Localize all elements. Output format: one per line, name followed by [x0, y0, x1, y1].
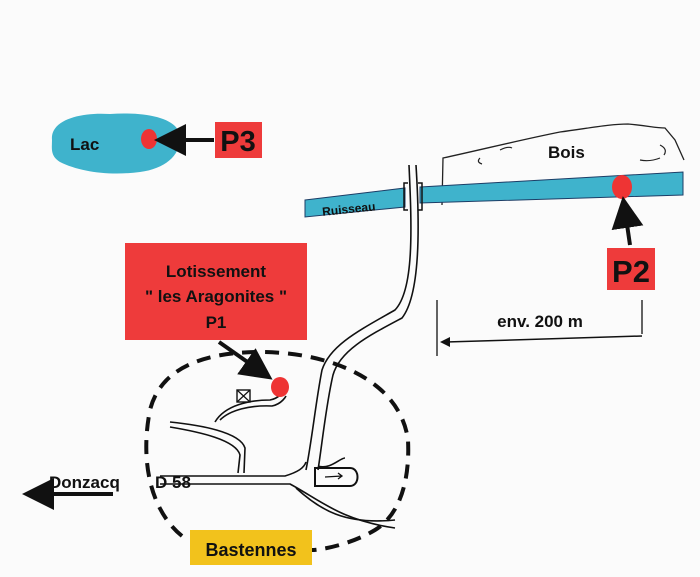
road-d58-edge	[160, 483, 396, 529]
village-boundary	[144, 349, 411, 552]
distance-label: env. 200 m	[497, 312, 583, 331]
p1-label-line3: P1	[206, 313, 227, 332]
distance-arrowhead	[440, 337, 450, 347]
stream-label: Ruisseau	[322, 199, 377, 219]
woods-outline	[441, 123, 685, 206]
lake-shape	[51, 113, 180, 174]
p2-arrow	[611, 196, 644, 246]
woods-scribbles	[477, 144, 666, 165]
woods-label: Bois	[548, 143, 585, 162]
destination-label: Donzacq	[49, 473, 120, 492]
road-north	[305, 164, 412, 471]
road-branch	[169, 391, 287, 474]
stream-right	[419, 171, 684, 204]
bridge	[403, 182, 423, 211]
p2-label: P2	[612, 254, 650, 289]
p1-label-line2: " les Aragonites "	[145, 287, 287, 306]
road-north-edge	[317, 164, 419, 471]
road-d58	[160, 461, 307, 477]
road-south	[295, 457, 396, 522]
lake-label: Lac	[70, 135, 99, 154]
stream-left	[304, 187, 406, 218]
road-number-label: D 58	[155, 473, 191, 492]
p1-label-box	[125, 243, 307, 340]
roundabout-island	[314, 467, 359, 487]
village-label-box	[190, 530, 312, 565]
p2-label-box	[607, 248, 655, 290]
p3-label: P3	[220, 126, 255, 158]
p1-marker	[271, 377, 289, 397]
building-icon	[236, 389, 251, 403]
distance-arrow	[445, 335, 643, 343]
village-label: Bastennes	[205, 540, 296, 560]
p1-arrow	[217, 340, 273, 380]
p1-label-line1: Lotissement	[166, 262, 266, 281]
one-way-arrow-icon	[324, 472, 344, 480]
p3-label-box	[215, 122, 262, 158]
p3-marker	[141, 129, 157, 149]
p2-marker	[612, 175, 632, 199]
